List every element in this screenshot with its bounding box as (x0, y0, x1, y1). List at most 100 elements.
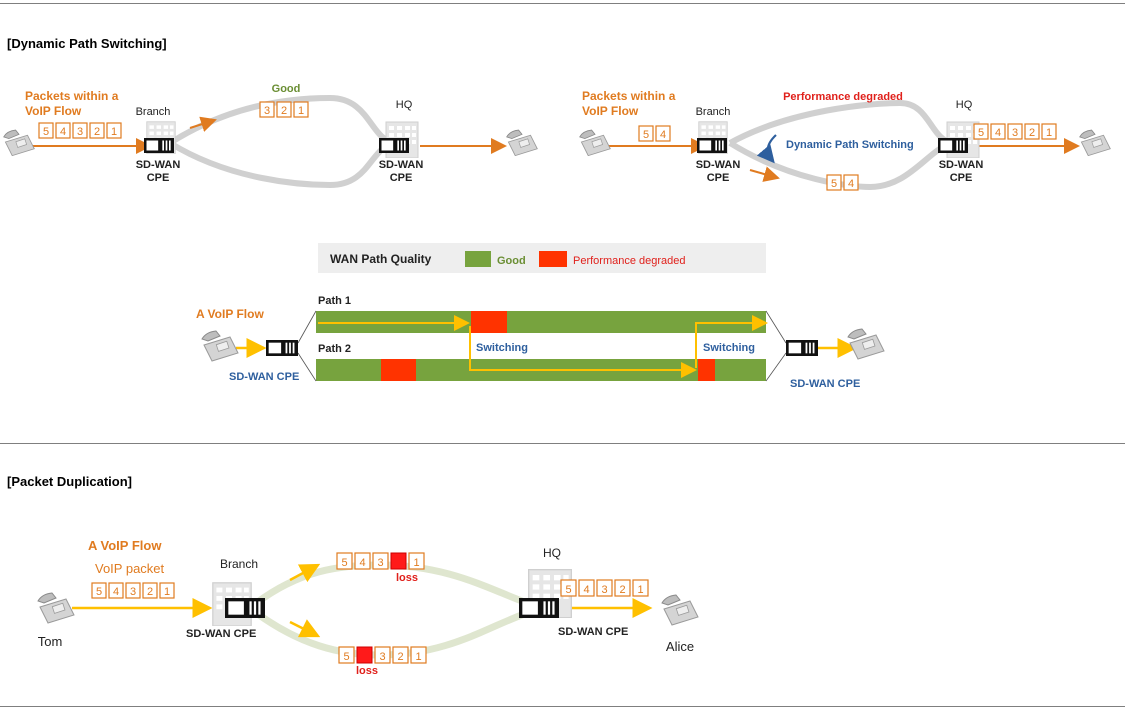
packet-box (410, 646, 427, 664)
status-degraded-label: Performance degraded (783, 91, 903, 103)
packet-box (1041, 123, 1057, 140)
packet-box (374, 646, 391, 664)
sd-wan-cpe-icon (697, 138, 727, 153)
cpe-label-line2: CPE (707, 172, 730, 184)
packet-box (614, 579, 631, 597)
sd-wan-cpe-icon (266, 340, 298, 356)
upper-wan-path (728, 99, 954, 146)
packet-number: 3 (377, 557, 383, 569)
packet-number: 4 (113, 586, 119, 598)
switching-label: Switching (703, 342, 755, 354)
packet-box (55, 122, 71, 139)
packet-number: 4 (583, 584, 589, 596)
packet-box (106, 122, 122, 139)
packet-number: 1 (1046, 127, 1052, 139)
packet-number: 5 (831, 178, 837, 190)
packet-box (338, 646, 355, 664)
hq-label: HQ (396, 99, 413, 111)
flow-label-line1: Packets within a (582, 89, 676, 103)
packet-box (159, 582, 175, 599)
path1-degraded-segment (471, 311, 507, 333)
packet-number: 2 (147, 586, 153, 598)
packet-box (125, 582, 141, 599)
flow-route-switch-up (695, 315, 768, 368)
packet-box (72, 122, 88, 139)
section-title-dynamic-path-switching: [Dynamic Path Switching] (7, 36, 167, 51)
section-divider (0, 443, 1125, 444)
top-left-diagram: Packets within a VoIP Flow Branch HQ Goo… (3, 83, 538, 189)
packet-box (638, 125, 654, 142)
packet-box (276, 101, 292, 118)
path-arrow (749, 166, 780, 182)
packet-box (973, 123, 989, 140)
loss-label: loss (356, 665, 378, 677)
legend-swatch-degraded (539, 251, 567, 267)
connector-line (297, 310, 317, 344)
path2-degraded-segment (381, 359, 416, 381)
voip-packet-label: VoIP packet (95, 561, 165, 576)
packet-number: 3 (77, 126, 83, 138)
cpe-label-line1: SD-WAN (379, 159, 424, 171)
packet-box (826, 174, 842, 191)
connector-line (765, 352, 787, 382)
hq-label: HQ (956, 99, 973, 111)
packet-number: 3 (601, 584, 607, 596)
packet-number: 4 (660, 129, 666, 141)
packet-box (392, 646, 409, 664)
section-title-packet-duplication: [Packet Duplication] (7, 474, 132, 489)
packet-number: 5 (978, 127, 984, 139)
packet-number: 1 (413, 557, 419, 569)
sd-wan-cpe-icon (786, 340, 818, 356)
packet-number: 4 (848, 178, 854, 190)
packet-number: 5 (43, 126, 49, 138)
packet-box (91, 582, 107, 599)
packet-box (578, 579, 595, 597)
packet-box (632, 579, 649, 597)
dup-arrow-upper (289, 563, 321, 583)
cpe-right-label: SD-WAN CPE (790, 378, 860, 390)
packet-box (1024, 123, 1040, 140)
packet-number: 1 (164, 586, 170, 598)
legend-swatch-good (465, 251, 491, 267)
packet-box (89, 122, 105, 139)
packet-number: 4 (60, 126, 66, 138)
packet-number: 3 (264, 105, 270, 117)
packet-box (38, 122, 54, 139)
connector-line (297, 352, 317, 382)
switching-label: Switching (476, 342, 528, 354)
voip-flow-label: A VoIP Flow (88, 538, 162, 553)
packet-number: 5 (341, 557, 347, 569)
path2-degraded-segment (698, 359, 715, 381)
packet-box (655, 125, 671, 142)
packet-box (354, 552, 371, 570)
cpe-left-label: SD-WAN CPE (229, 371, 299, 383)
hq-label: HQ (543, 546, 561, 560)
packet-box (108, 582, 124, 599)
cpe-label-line2: CPE (950, 172, 973, 184)
packet-number: 2 (281, 105, 287, 117)
packet-number: 1 (637, 584, 643, 596)
packet-box (990, 123, 1006, 140)
packet-number: 2 (619, 584, 625, 596)
upper-wan-path (252, 561, 532, 608)
branch-label: Branch (696, 106, 731, 118)
packet-box (408, 552, 425, 570)
connector-line (765, 310, 787, 344)
packet-number: 2 (1029, 127, 1035, 139)
phone-icon (506, 129, 538, 156)
sd-wan-cpe-icon (519, 598, 559, 618)
phone-icon (847, 328, 885, 360)
sd-wan-cpe-icon (144, 138, 174, 153)
packet-number: 3 (1012, 127, 1018, 139)
packet-number: 2 (94, 126, 100, 138)
packet-box (293, 101, 309, 118)
path-switching-timeline: Path 1 Path 2 Switching Switching A VoIP… (196, 295, 885, 390)
sd-wan-cpe-icon (225, 598, 265, 618)
